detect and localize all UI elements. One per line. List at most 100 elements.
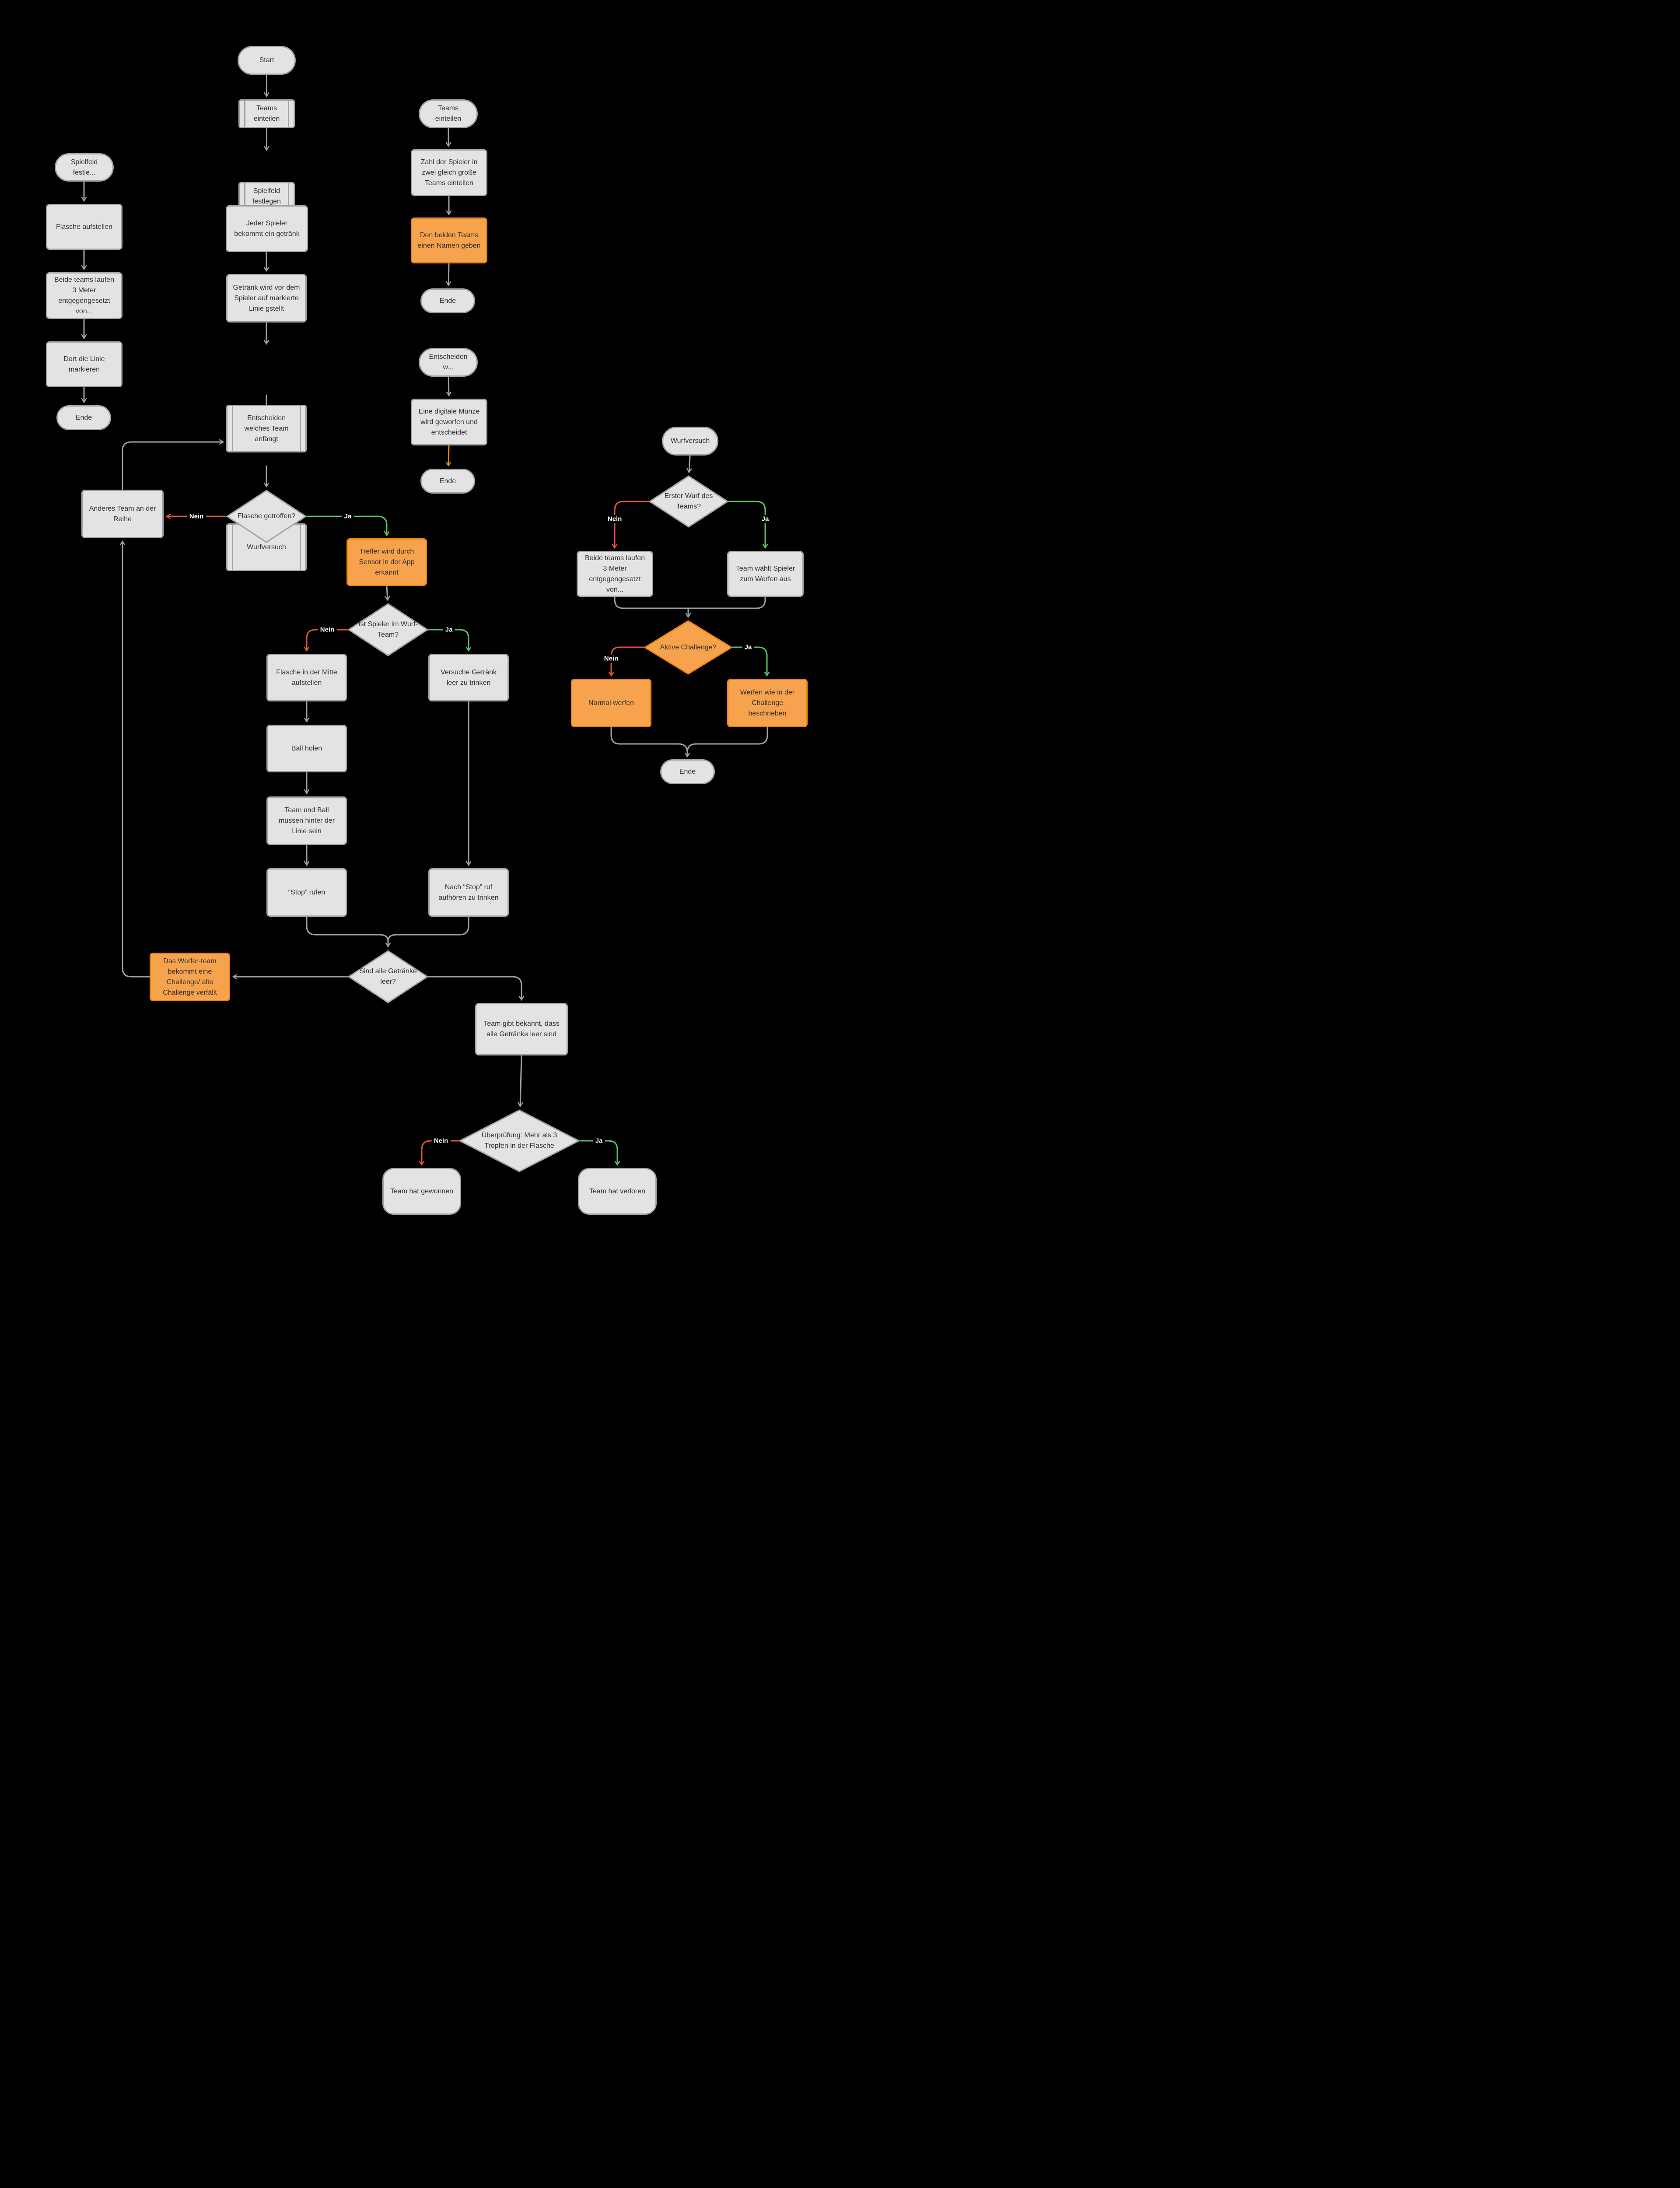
node-label: Team und Ball müssen hinter der Linie se… (278, 806, 335, 835)
decision-diamond-shape (649, 475, 728, 528)
node-sub_entscheiden: Entscheiden welches Team anfängt (226, 405, 307, 452)
node-m_namen: Den beiden Teams einen Namen geben (411, 217, 487, 263)
edges-layer (0, 74, 840, 1166)
node-label: Das Werfer-team bekommt eine Challenge/ … (163, 957, 217, 996)
node-label: Spielfeld festlegen (252, 187, 281, 205)
node-label: Beide teams laufen 3 Meter entgegengeset… (585, 554, 645, 593)
node-label: Wurfversuch (247, 543, 286, 551)
edge-r_merge4 (686, 727, 768, 754)
node-label: Beide teams laufen 3 Meter entgegengeset… (54, 276, 114, 315)
node-label: Team gibt bekannt, dass alle Getränke le… (483, 1020, 560, 1038)
node-label: Treffer wird durch Sensor in der App erk… (359, 547, 415, 576)
node-label: Team hat verloren (589, 1187, 646, 1195)
node-verloren: Team hat verloren (578, 1168, 657, 1215)
node-d_erster: Erster Wurf des Teams? (649, 475, 728, 528)
decision-diamond-shape (459, 1109, 580, 1172)
decision-diamond-shape (644, 620, 732, 675)
edge-werfer_anderes (122, 540, 150, 978)
node-r_normal: Normal werfen (571, 679, 651, 727)
edge-dwurf_flaschemitte (307, 629, 348, 652)
edge-label-r2: Nein (605, 515, 624, 523)
edge-nachstop_merge (387, 916, 469, 942)
node-label: Ende (679, 768, 696, 775)
node-label: Wurfversuch (670, 437, 710, 445)
node-d_aktive: Aktive Challenge? (644, 620, 732, 675)
node-r_beide: Beide teams laufen 3 Meter entgegengeset… (577, 551, 653, 597)
edge-label-dwurf_flaschemitte: Nein (318, 625, 337, 634)
node-label: Getränk wird vor dem Spieler auf markier… (233, 284, 300, 312)
edge-m4 (448, 376, 449, 396)
edge-label-r3: Ja (759, 515, 771, 523)
node-m_ende1: Ende (420, 288, 475, 313)
node-label: Ende (75, 414, 92, 421)
node-label: Eine digitale Münze wird geworfen und en… (418, 407, 480, 436)
node-label: Sind alle Getränke leer? (359, 968, 417, 985)
node-label: Aktive Challenge? (660, 643, 717, 651)
node-flasche_mitte: Flasche in der Mitte aufstellen (266, 654, 347, 701)
edge-r2 (615, 501, 649, 549)
decision-diamond-shape (348, 603, 428, 656)
node-label: Spielfeld festle... (70, 158, 98, 176)
node-m_entsch: Entscheiden w... (419, 348, 478, 377)
node-treffer: Treffer wird durch Sensor in der App erk… (346, 538, 427, 586)
node-sub_teams: Teams einteilen (238, 99, 295, 128)
node-label: Normal werfen (588, 699, 634, 707)
node-getraenk_linie: Getränk wird vor dem Spieler auf markier… (226, 274, 307, 323)
node-r_ende: Ende (660, 759, 715, 784)
edge-r3 (728, 501, 765, 549)
node-m_ende2: Ende (420, 469, 475, 494)
node-jeder_spieler: Jeder Spieler bekommt ein getränk (226, 205, 308, 252)
node-label: Überprüfung: Mehr als 3 Tropfen in der F… (481, 1132, 557, 1150)
node-label: Versuche Getränk leer zu trinken (440, 668, 497, 687)
node-label: Flasche aufstellen (56, 223, 112, 231)
node-label: Teams einteilen (253, 105, 280, 123)
edge-label-dflasche_anderes: Nein (187, 512, 206, 521)
node-label: Start (259, 56, 274, 64)
node-nach_stop: Nach “Stop” ruf aufhören zu trinken (428, 868, 509, 917)
decision-diamond-shape (226, 490, 307, 543)
node-label: Anderes Team an der Reihe (89, 505, 156, 523)
edge-label-dflasche_treffer: Ja (342, 512, 354, 521)
node-label: Ende (439, 477, 456, 485)
node-label: Ende (439, 297, 456, 305)
edge-dueber_gewonnen (422, 1140, 459, 1166)
node-m_muenze: Eine digitale Münze wird geworfen und en… (411, 399, 487, 445)
edge-dflasche_treffer (306, 515, 387, 536)
edge-r_merge2 (687, 596, 766, 609)
edge-label-r4: Nein (602, 654, 621, 663)
edge-dueber_verloren (579, 1140, 617, 1166)
edge-r5 (732, 646, 767, 677)
node-werfer_challenge: Das Werfer-team bekommt eine Challenge/ … (150, 953, 230, 1001)
node-l_beide: Beide teams laufen 3 Meter entgegengeset… (46, 272, 122, 319)
node-l_dort: Dort die Linie markieren (46, 341, 122, 387)
node-label: Ist Spieler im Wurf-Team? (358, 621, 418, 638)
node-d_wurfteam: Ist Spieler im Wurf-Team? (348, 603, 428, 656)
node-team_ball: Team und Ball müssen hinter der Linie se… (266, 796, 347, 845)
node-d_leer: Sind alle Getränke leer? (348, 950, 428, 1003)
node-r_werfen: Werfen wie in der Challenge beschrieben (727, 679, 808, 727)
node-stop_rufen: “Stop” rufen (266, 868, 347, 917)
node-m_teams: Teams einteilen (419, 99, 478, 128)
edge-label-dueber_verloren: Ja (593, 1136, 605, 1145)
node-anderes_team: Anderes Team an der Reihe (81, 490, 164, 538)
node-label: Jeder Spieler bekommt ein getränk (234, 219, 300, 238)
node-label: Zahl der Spieler in zwei gleich große Te… (420, 158, 478, 187)
edge-anderes_wurfsub (122, 442, 224, 490)
node-start: Start (238, 46, 296, 75)
node-label: Werfen wie in der Challenge beschrieben (740, 688, 795, 717)
node-label: Teams einteilen (435, 105, 462, 123)
node-label: Erster Wurf des Teams? (664, 492, 713, 510)
node-gewonnen: Team hat gewonnen (382, 1168, 461, 1215)
node-team_gibt: Team gibt bekannt, dass alle Getränke le… (475, 1003, 568, 1055)
edge-teamgibt_dueber (520, 1055, 522, 1107)
decision-diamond-shape (348, 950, 428, 1003)
node-l_flasche: Flasche aufstellen (46, 204, 122, 250)
node-r_waehlt: Team wählt Spieler zum Werfen aus (727, 551, 804, 597)
edge-r1 (689, 455, 690, 473)
edge-dwurf_versuche (428, 629, 469, 652)
node-label: Entscheiden w... (429, 353, 468, 371)
edge-stop_merge (306, 916, 389, 942)
node-label: Team wählt Spieler zum Werfen aus (735, 565, 795, 583)
edge-r_merge3 (610, 727, 687, 757)
